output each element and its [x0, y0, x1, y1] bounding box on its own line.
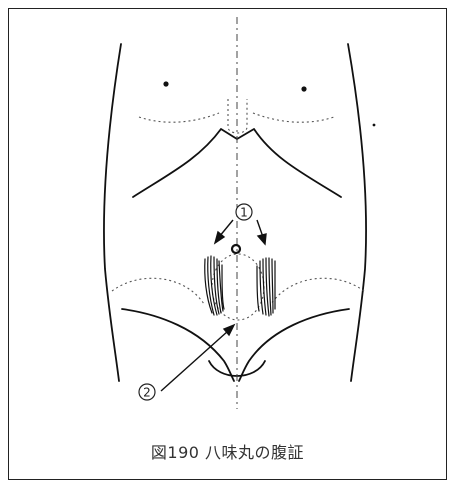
inguinal-dots-left [112, 278, 204, 304]
costal-arch-left [133, 129, 237, 197]
marker-2-label: 2 [143, 386, 151, 400]
abdomen-diagram: 1 2 [9, 9, 448, 481]
inguinal-dots-right [271, 278, 364, 304]
arrow-right-head [258, 234, 266, 244]
right-nipple [301, 86, 306, 91]
left-nipple [163, 81, 168, 86]
marker-1-label: 1 [240, 206, 248, 220]
torso-left-outline [104, 44, 121, 381]
marker-2: 2 [139, 384, 155, 400]
figure-frame: 1 2 図190 八味丸の腹証 [8, 8, 447, 480]
leader-arrow-shaft [161, 331, 228, 391]
chest-contour-left [139, 113, 219, 122]
lower-abdomen-softness [212, 254, 264, 320]
marker-1: 1 [236, 204, 252, 220]
umbilicus [232, 245, 240, 253]
chest-contour-right [253, 113, 334, 122]
left-rectus-tension [205, 256, 224, 315]
figure-caption: 図190 八味丸の腹証 [9, 439, 446, 463]
torso-right-outline [348, 44, 366, 381]
edge-mark [373, 124, 376, 127]
costal-arch-right [237, 129, 341, 197]
right-rectus-tension [257, 258, 275, 316]
